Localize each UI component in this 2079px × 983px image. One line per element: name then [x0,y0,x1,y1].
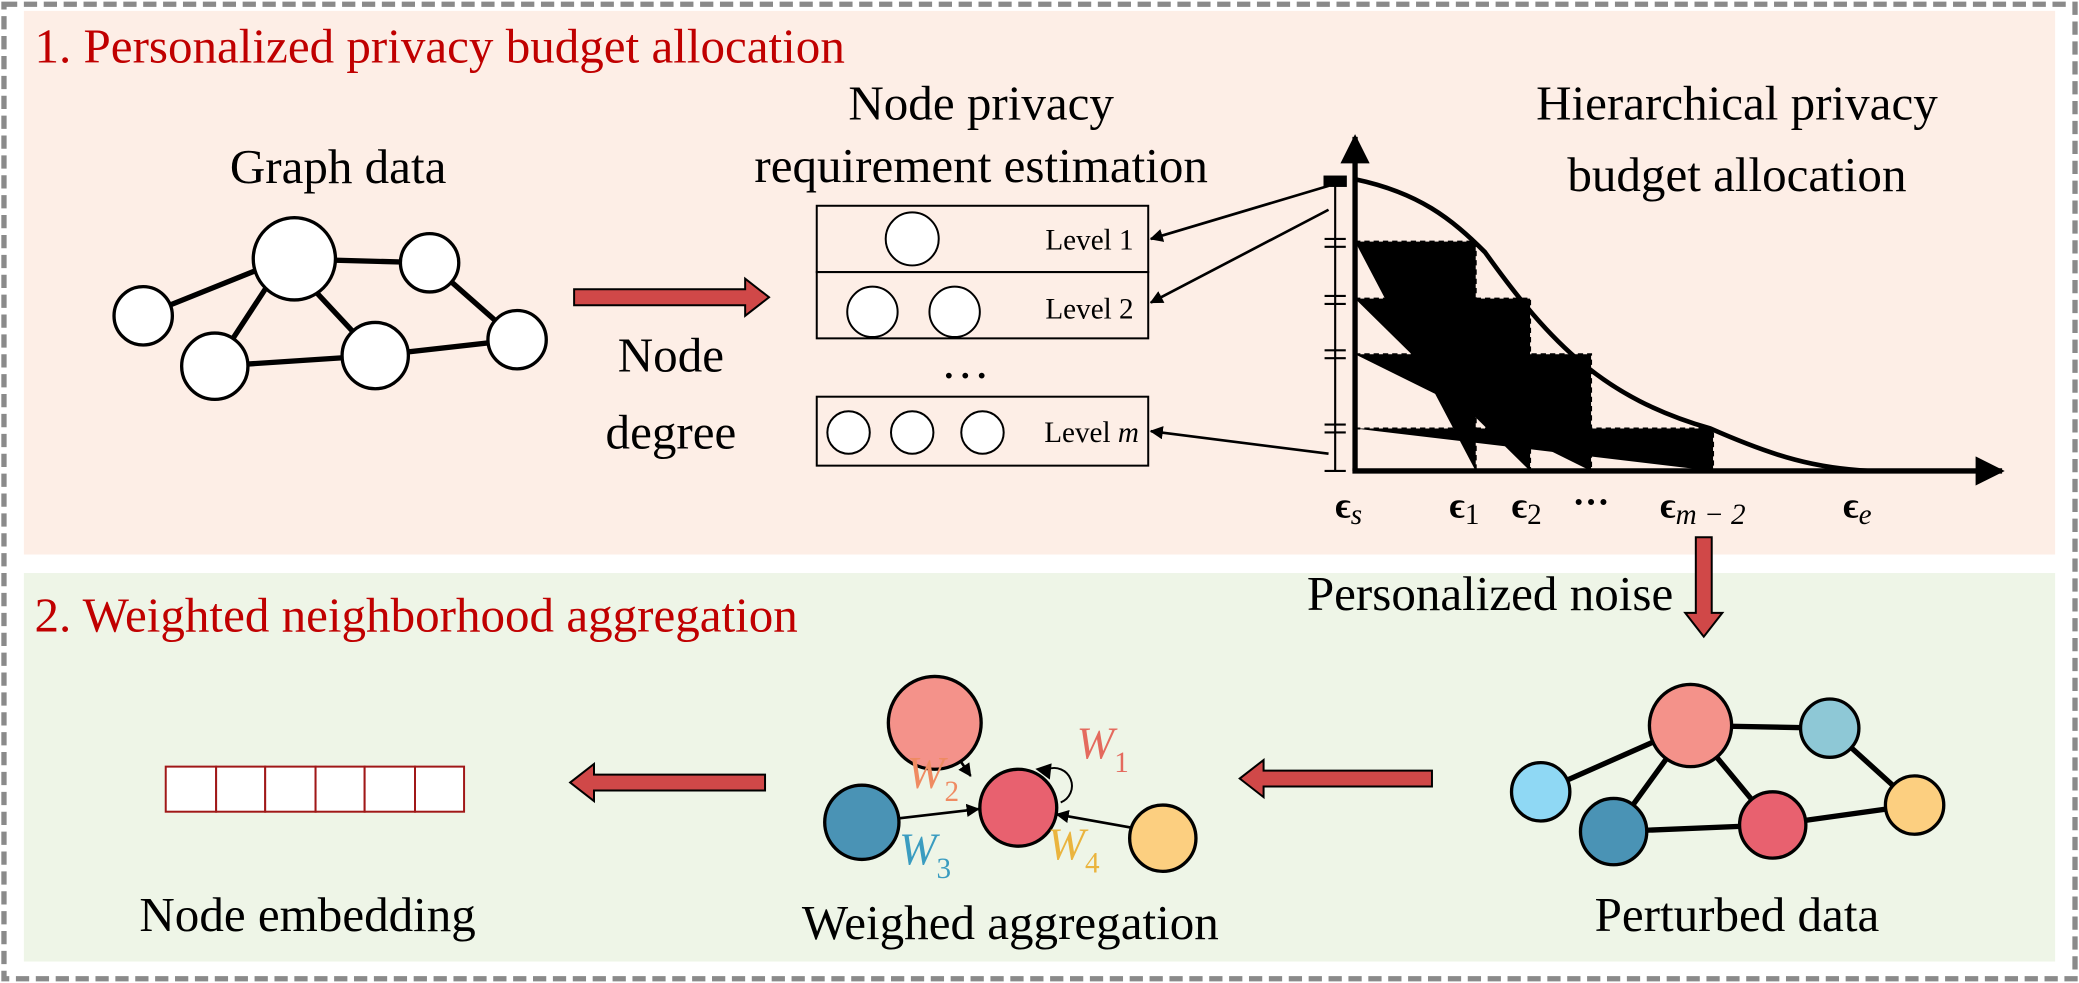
estimation-title-1: Node privacy [848,76,1114,131]
aggregation-graph [823,674,1198,874]
arrow-down-icon [1683,536,1725,639]
weight-w1: W1 [1077,719,1129,779]
allocation-title-1: Hierarchical privacy [1536,76,1938,131]
level-boxes [815,204,1150,467]
embedding-label: Node embedding [139,887,475,942]
perturbed-graph [1509,682,1946,867]
node-degree-label-2: degree [606,404,737,459]
allocation-title-2: budget allocation [1567,147,1906,202]
weight-w2: W2 [907,748,959,808]
input-graph [112,216,548,402]
section1-title: 1. Personalized privacy budget allocatio… [34,19,844,74]
budget-chart [1323,134,2005,486]
level-m-label: Level m [1044,417,1139,449]
epsilon-2: ϵ2 [1512,485,1542,531]
arrow-left-icon [1238,757,1433,800]
ellipsis: … [941,334,990,389]
weight-w3: W3 [899,825,951,885]
epsilon-e: ϵe [1843,485,1872,531]
section2-title: 2. Weighted neighborhood aggregation [34,587,797,642]
weight-w4: W4 [1047,819,1100,879]
embedding-vector [164,765,466,813]
panel-allocation [23,10,2056,555]
epsilon-s: ϵs [1335,485,1362,531]
level-arrows [1149,184,1330,456]
epsilon-m-2: ϵm − 2 [1660,485,1746,531]
arrow-right-icon [573,276,771,318]
graph-data-label: Graph data [230,139,447,194]
noise-label: Personalized noise [1307,566,1673,621]
level-2-label: Level 2 [1045,293,1133,325]
arrow-left-icon [568,761,767,804]
epsilon-1: ϵ1 [1449,485,1479,531]
node-degree-label-1: Node [618,328,724,383]
estimation-title-2: requirement estimation [754,138,1208,193]
level-1-label: Level 1 [1045,225,1133,257]
perturbed-data-label: Perturbed data [1595,887,1880,942]
epsilon-ellipsis: ··· [1573,483,1610,524]
aggregation-label: Weighed aggregation [802,895,1219,950]
